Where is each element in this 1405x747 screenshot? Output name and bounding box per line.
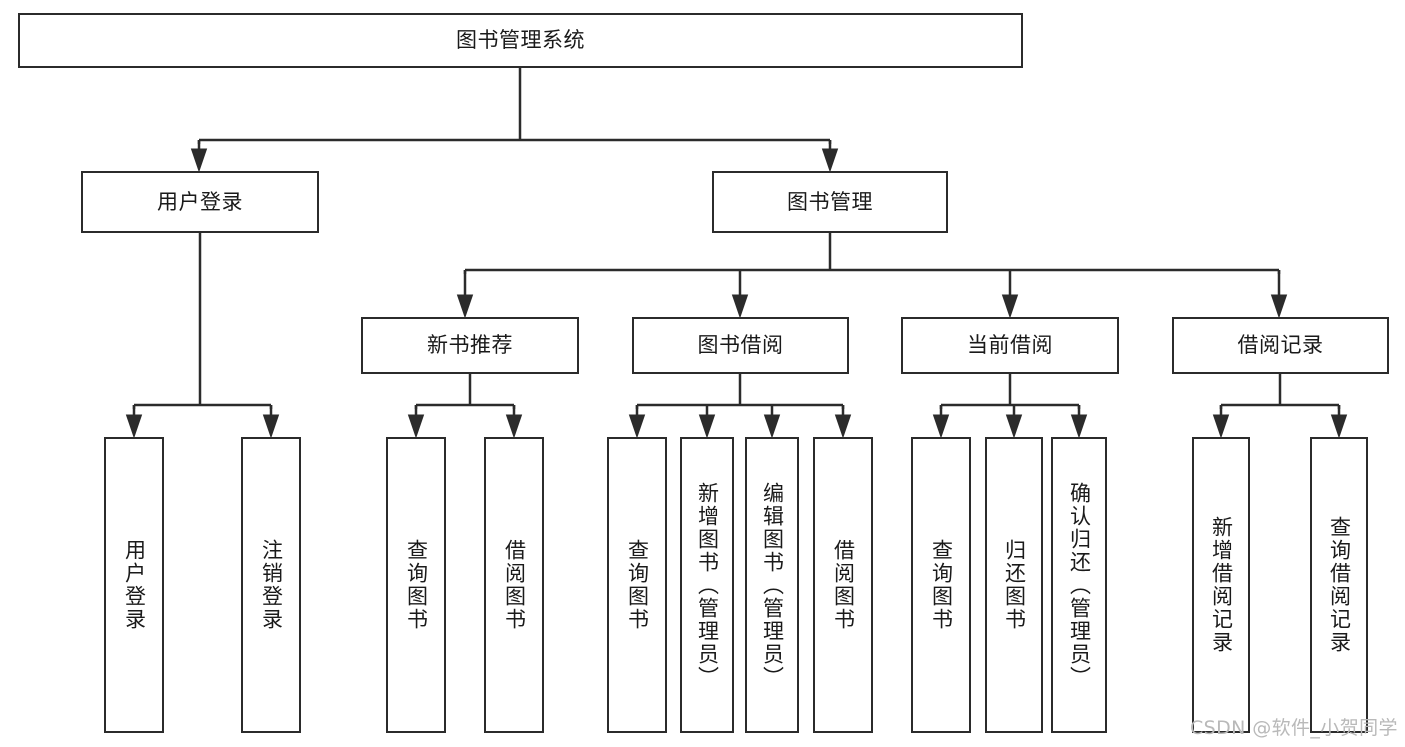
node-label: 用户登录: [157, 189, 243, 214]
node-label: 归还图书: [1002, 539, 1027, 631]
arrow-to-book-manage-head: [821, 148, 839, 173]
node-leaf-borrow-book-recommend[interactable]: 借阅图书: [484, 437, 544, 733]
arrow-to-leaf-12-head: [1212, 414, 1230, 439]
node-label: 图书管理系统: [456, 28, 585, 53]
arrow-to-leaf-6-head: [698, 414, 716, 439]
arrow-to-leaf-10-head: [1005, 414, 1023, 439]
arrow-to-leaf-13-head: [1330, 414, 1348, 439]
node-label: 新书推荐: [427, 333, 513, 358]
node-label: 新增图书（管理员）: [695, 481, 720, 689]
node-current-borrowing[interactable]: 当前借阅: [901, 317, 1119, 374]
arrow-to-borrow-record-head: [1270, 294, 1288, 319]
node-label: 借阅图书: [502, 539, 527, 631]
arrow-to-leaf-5-head: [628, 414, 646, 439]
node-label: 新增借阅记录: [1209, 516, 1234, 654]
node-borrowing-records[interactable]: 借阅记录: [1172, 317, 1389, 374]
node-leaf-edit-book-admin[interactable]: 编辑图书（管理员）: [745, 437, 799, 733]
node-label: 借阅记录: [1237, 333, 1324, 358]
node-leaf-borrow-book[interactable]: 借阅图书: [813, 437, 873, 733]
node-leaf-return-book[interactable]: 归还图书: [985, 437, 1043, 733]
csdn-watermark: CSDN @软件_小贺同学: [1190, 717, 1398, 739]
node-leaf-confirm-return-admin[interactable]: 确认归还（管理员）: [1051, 437, 1107, 733]
node-label: 图书借阅: [697, 333, 784, 358]
node-label: 查询图书: [929, 539, 954, 631]
node-user-login[interactable]: 用户登录: [81, 171, 319, 233]
node-label: 用户登录: [122, 539, 147, 631]
arrow-to-leaf-3-head: [407, 414, 425, 439]
node-book-borrowing[interactable]: 图书借阅: [632, 317, 849, 374]
arrow-to-leaf-7-head: [763, 414, 781, 439]
arrow-to-current-borrow-head: [1001, 294, 1019, 319]
node-label: 当前借阅: [967, 333, 1053, 358]
arrow-to-leaf-11-head: [1070, 414, 1088, 439]
node-book-management[interactable]: 图书管理: [712, 171, 948, 233]
node-new-book-recommendation[interactable]: 新书推荐: [361, 317, 579, 374]
arrow-to-leaf-4-head: [505, 414, 523, 439]
node-label: 借阅图书: [831, 539, 856, 631]
arrow-to-leaf-1-head: [125, 414, 143, 439]
node-root-book-management-system[interactable]: 图书管理系统: [18, 13, 1023, 68]
arrow-to-new-book-head: [456, 294, 474, 319]
arrow-to-leaf-8-head: [834, 414, 852, 439]
node-leaf-add-book-admin[interactable]: 新增图书（管理员）: [680, 437, 734, 733]
arrow-to-leaf-9-head: [932, 414, 950, 439]
node-label: 编辑图书（管理员）: [760, 481, 785, 689]
node-leaf-query-book-borrow[interactable]: 查询图书: [607, 437, 667, 733]
node-leaf-query-borrow-record[interactable]: 查询借阅记录: [1310, 437, 1368, 733]
node-label: 图书管理: [787, 189, 873, 214]
node-leaf-logout[interactable]: 注销登录: [241, 437, 301, 733]
arrow-to-leaf-2-head: [262, 414, 280, 439]
node-label: 注销登录: [259, 539, 284, 631]
node-leaf-add-borrow-record[interactable]: 新增借阅记录: [1192, 437, 1250, 733]
node-leaf-query-book-current[interactable]: 查询图书: [911, 437, 971, 733]
node-leaf-query-book-recommend[interactable]: 查询图书: [386, 437, 446, 733]
node-label: 查询图书: [404, 539, 429, 631]
arrow-to-user-login-head: [190, 148, 208, 173]
arrow-to-book-borrow-head: [731, 294, 749, 319]
node-label: 查询借阅记录: [1327, 516, 1352, 654]
node-label: 查询图书: [625, 539, 650, 631]
node-leaf-user-login[interactable]: 用户登录: [104, 437, 164, 733]
node-label: 确认归还（管理员）: [1067, 481, 1092, 689]
